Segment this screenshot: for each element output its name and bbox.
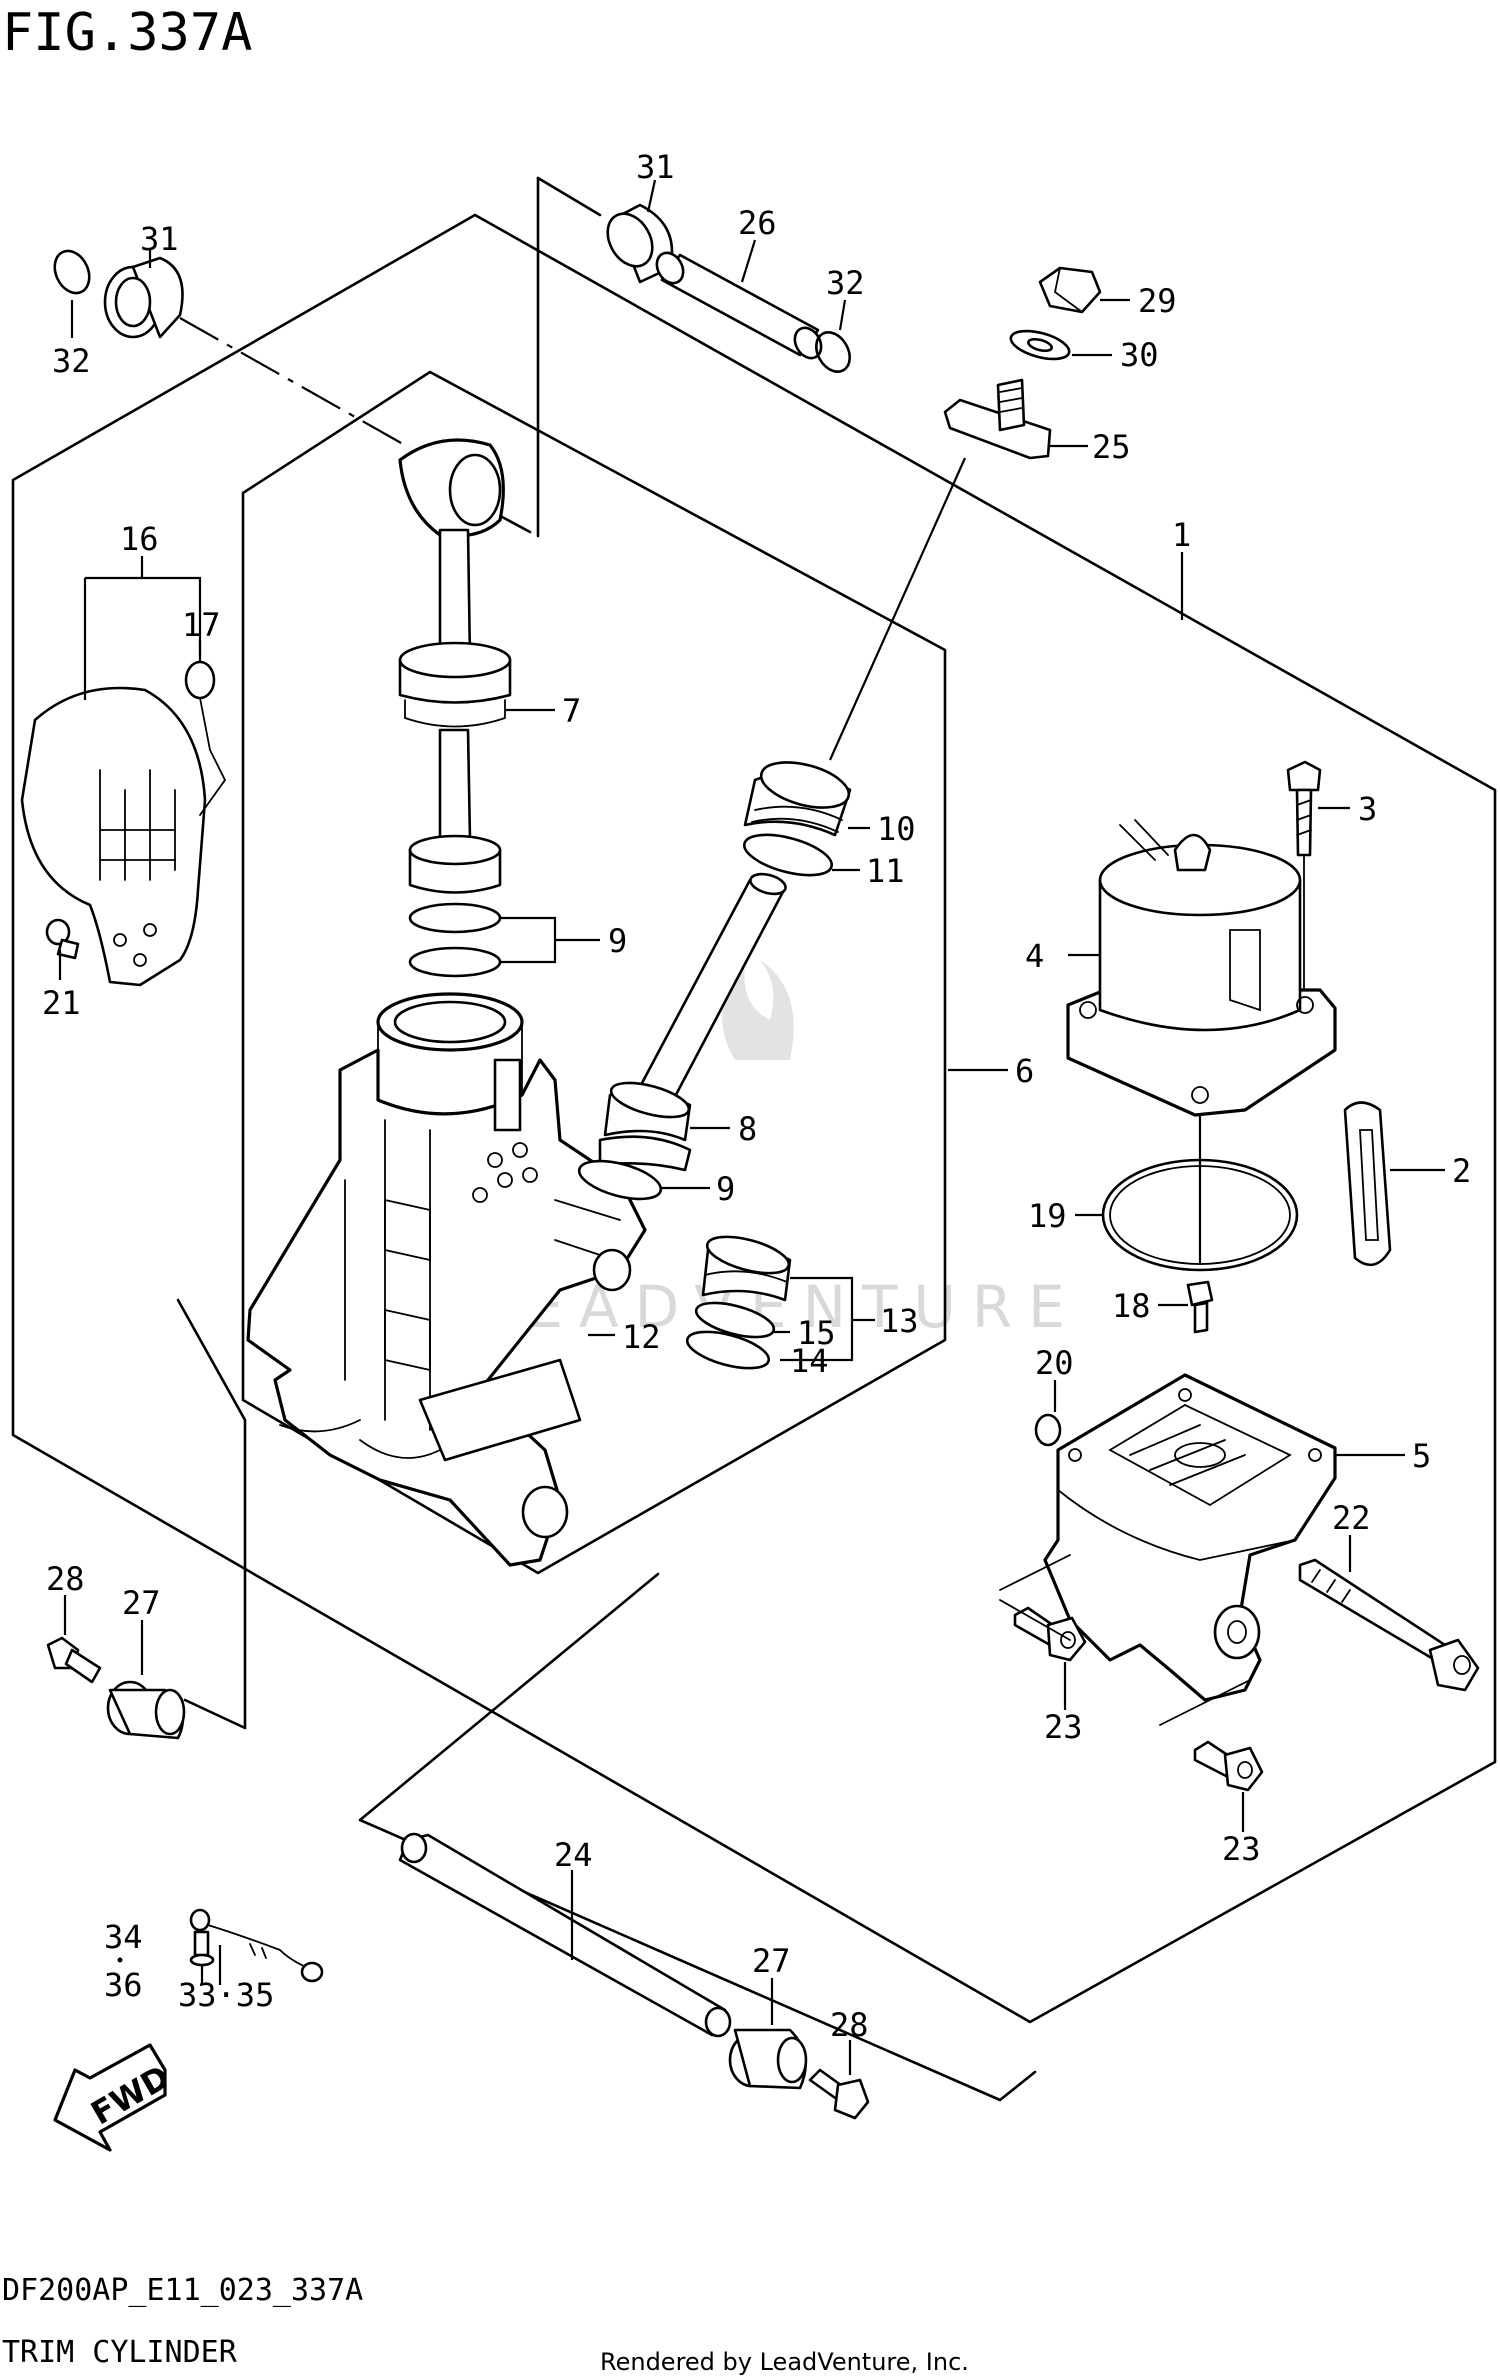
callout-31-top: 31	[636, 148, 675, 186]
callout-27-left: 27	[122, 1584, 161, 1622]
nut-29[interactable]	[1038, 266, 1102, 314]
callout-30: 30	[1120, 336, 1159, 374]
callout-27-lower: 27	[752, 1942, 791, 1980]
o-ring-11[interactable]	[740, 827, 836, 883]
pin-24[interactable]	[398, 1832, 732, 2038]
callout-18: 18	[1112, 1287, 1151, 1325]
callout-23-lower: 23	[1222, 1830, 1261, 1868]
bolt-21[interactable]	[45, 918, 80, 960]
callout-33-35: 33·35	[178, 1976, 274, 2014]
callout-9-lower: 9	[716, 1170, 735, 1208]
callout-32-left: 32	[52, 342, 91, 380]
callout-24: 24	[554, 1836, 593, 1874]
leader-25-to-10	[828, 457, 967, 761]
callout-26: 26	[738, 204, 777, 242]
plug-10[interactable]	[743, 754, 854, 837]
callout-25: 25	[1092, 428, 1131, 466]
circlip-32-left[interactable]	[48, 245, 96, 298]
washer-30[interactable]	[1008, 326, 1072, 365]
bushing-31-left[interactable]	[103, 256, 184, 339]
leader-16-right	[85, 576, 202, 655]
callout-34: 34	[104, 1918, 143, 1956]
grommet-17[interactable]	[184, 660, 227, 816]
ground-lead-33-35[interactable]	[189, 1908, 324, 1983]
o-ring-9-lower[interactable]	[575, 1154, 664, 1207]
callout-5: 5	[1412, 1437, 1431, 1475]
o-ring-20[interactable]	[1034, 1413, 1062, 1447]
motor-4[interactable]	[1066, 819, 1337, 1117]
bushing-27-left[interactable]	[106, 1680, 186, 1740]
pump-bracket-upper	[999, 1554, 1071, 1641]
assembly-outline-1	[11, 213, 1497, 2024]
model-code: DF200AP_E11_023_337A	[2, 2273, 363, 2308]
callout-32-top: 32	[826, 264, 865, 302]
callout-12: 12	[622, 1318, 661, 1356]
callout-17: 17	[182, 606, 221, 644]
piston-13[interactable]	[701, 1230, 792, 1302]
clip-2[interactable]	[1343, 1101, 1392, 1267]
callout-6: 6	[1015, 1052, 1034, 1090]
leader-32-top	[838, 299, 847, 331]
leader-31-top	[646, 179, 657, 213]
callout-10: 10	[877, 810, 916, 848]
pin-26[interactable]	[652, 248, 827, 363]
pump-body-5[interactable]	[1043, 1373, 1337, 1702]
callout-31-left: 31	[140, 220, 179, 258]
callout-2: 2	[1452, 1152, 1471, 1190]
bolt-23-lower[interactable]	[1193, 1740, 1264, 1792]
callout-1: 1	[1172, 516, 1191, 554]
cover-16[interactable]	[20, 686, 207, 987]
callout-11: 11	[866, 852, 905, 890]
callout-28-lower: 28	[830, 2006, 869, 2044]
figure-title: FIG.337A	[2, 3, 252, 63]
callout-20: 20	[1035, 1344, 1074, 1382]
render-credit: Rendered by LeadVenture, Inc.	[600, 2348, 969, 2376]
callout-13: 13	[880, 1302, 919, 1340]
leader-9-upper	[500, 916, 557, 964]
ring-15[interactable]	[693, 1296, 778, 1344]
callout-7: 7	[562, 692, 581, 730]
trim-cylinder-body-12[interactable]	[246, 438, 647, 1567]
stud-bracket-25[interactable]	[943, 378, 1052, 460]
o-ring-14[interactable]	[684, 1325, 773, 1376]
callout-21: 21	[42, 984, 81, 1022]
callout-22: 22	[1332, 1499, 1371, 1537]
callout-4: 4	[1025, 937, 1044, 975]
callout-29: 29	[1138, 282, 1177, 320]
callout-23-upper: 23	[1044, 1708, 1083, 1746]
bullet-34-36	[117, 1957, 123, 1963]
piston-rod-8[interactable]	[598, 871, 788, 1172]
fwd-direction-badge: FWD	[53, 2043, 176, 2152]
bolt-28-lower[interactable]	[808, 2068, 870, 2120]
centerline-31-left	[179, 317, 411, 449]
section-name: TRIM CYLINDER	[2, 2335, 238, 2370]
callout-8: 8	[738, 1110, 757, 1148]
bolt-28-left[interactable]	[46, 1636, 102, 1684]
bushing-27-lower[interactable]	[728, 2028, 808, 2090]
callout-9-upper: 9	[608, 922, 627, 960]
pin-18[interactable]	[1186, 1280, 1214, 1334]
leader-26	[740, 239, 757, 283]
screw-34-36[interactable]	[189, 1930, 215, 1967]
callout-3: 3	[1358, 790, 1377, 828]
bolt-3[interactable]	[1286, 760, 1322, 991]
pump-bracket-lower	[1159, 1679, 1251, 1726]
callout-16: 16	[120, 520, 159, 558]
bolt-22[interactable]	[1298, 1558, 1480, 1692]
callout-36: 36	[104, 1966, 143, 2004]
callout-19: 19	[1028, 1197, 1067, 1235]
assembly-outline-6	[241, 370, 947, 1575]
callout-15: 15	[797, 1314, 836, 1352]
callout-28-left: 28	[46, 1560, 85, 1598]
callout-14: 14	[790, 1342, 829, 1380]
circlip-32-top[interactable]	[810, 326, 857, 377]
